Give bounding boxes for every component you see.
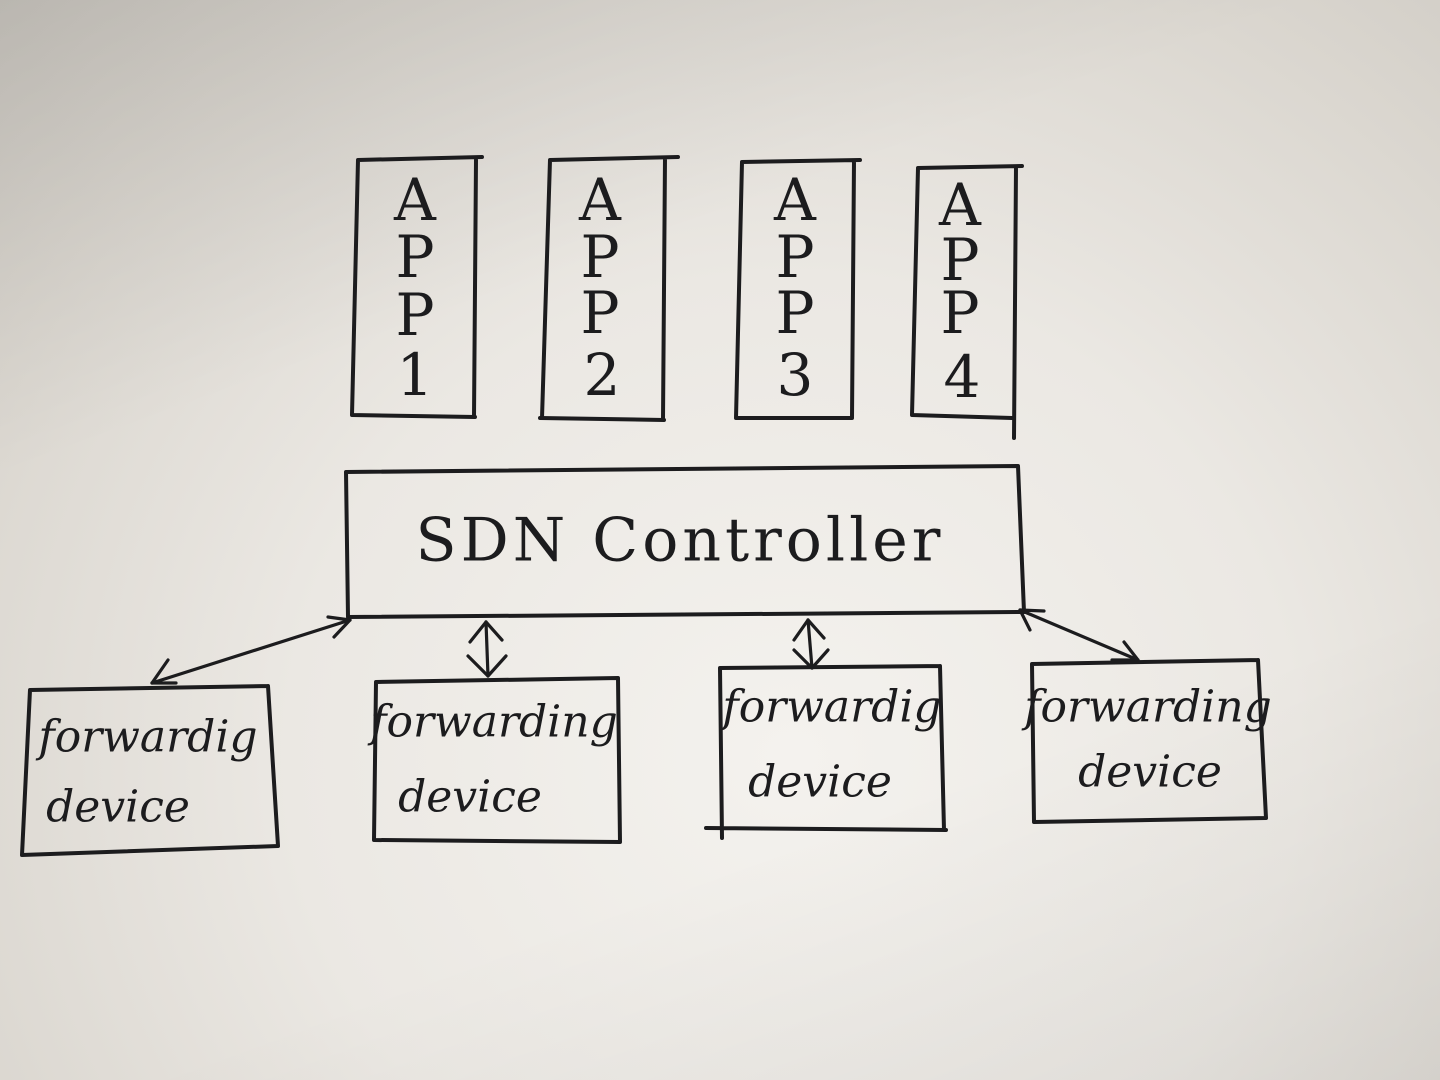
app-3-char-2: P (775, 223, 814, 291)
app-2-char-2: P (580, 223, 619, 291)
connection-arrow-4 (1018, 608, 1140, 662)
app-3-char-1: A (773, 166, 817, 234)
device-4-line-1: forwarding (1021, 682, 1271, 733)
forwarding-device-box-3: forwardig device (704, 664, 948, 840)
device-4-line-2: device (1078, 747, 1222, 798)
app-1-char-2: P (395, 223, 434, 291)
app-box-2: A P P 2 (538, 155, 680, 422)
device-3-line-1: forwardig (719, 682, 941, 733)
app-2-char-4: 2 (584, 341, 621, 409)
app-4-char-1: A (938, 171, 982, 239)
app-4-char-3: P (940, 279, 979, 347)
app-4-char-2: P (940, 226, 979, 294)
app-box-3: A P P 3 (734, 158, 862, 420)
app-3-char-3: P (775, 279, 814, 347)
sdn-controller-label: SDN Controller (416, 506, 945, 576)
connection-arrow-2 (466, 620, 508, 678)
app-2-char-1: A (578, 166, 622, 234)
connection-arrow-1 (150, 615, 352, 685)
device-2-line-1: forwarding (367, 697, 617, 748)
forwarding-device-box-4: forwarding device (1021, 658, 1272, 824)
app-4-char-4: 4 (944, 343, 981, 411)
app-2-char-3: P (580, 279, 619, 347)
app-1-char-1: A (393, 166, 437, 234)
connection-arrow-3 (792, 618, 830, 670)
sdn-controller-box: SDN Controller (344, 464, 1026, 619)
forwarding-device-box-2: forwarding device (367, 676, 622, 844)
device-3-line-2: device (748, 757, 892, 808)
app-box-4: A P P 4 (910, 164, 1024, 440)
device-2-line-2: device (398, 772, 542, 823)
app-box-1: A P P 1 (350, 155, 484, 419)
forwarding-device-box-1: forwardig device (20, 684, 280, 857)
app-1-char-3: P (395, 281, 434, 349)
app-3-char-4: 3 (777, 341, 814, 409)
app-1-char-4: 1 (397, 341, 434, 409)
device-1-line-2: device (46, 782, 190, 833)
device-1-line-1: forwardig (35, 712, 257, 763)
